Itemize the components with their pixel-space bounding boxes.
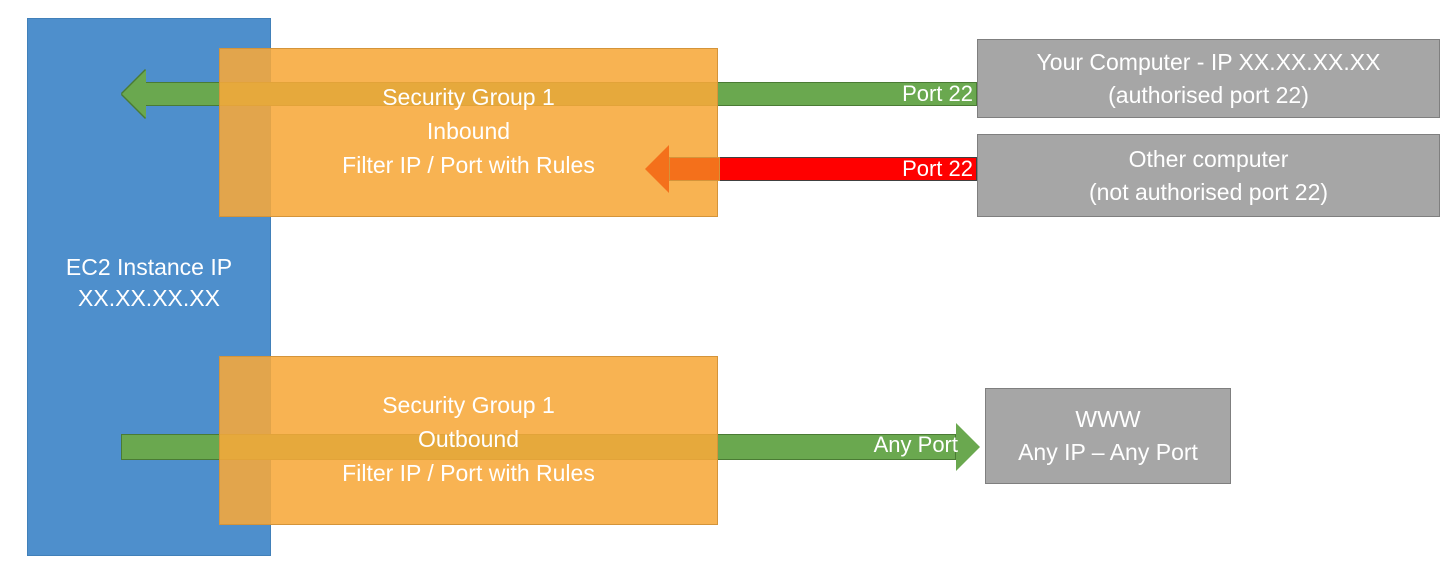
other-computer-line2: (not authorised port 22): [1088, 178, 1329, 205]
www-line2: Any IP – Any Port: [1018, 439, 1198, 465]
security-group-outbound-box: [219, 356, 718, 525]
arrow-head-right-icon: [956, 423, 980, 471]
endpoint-other-computer: Other computer (not authorised port 22): [977, 134, 1440, 217]
endpoint-your-computer: Your Computer - IP XX.XX.XX.XX (authoris…: [977, 39, 1440, 118]
www-line1: WWW: [1075, 406, 1141, 432]
arrow-head-left-icon: [645, 145, 669, 193]
inbound-denied-flow-bar: [718, 157, 977, 181]
other-computer-line1: Other computer: [1128, 145, 1289, 172]
your-computer-line2: (authorised port 22): [1108, 81, 1309, 108]
your-computer-line1: Your Computer - IP XX.XX.XX.XX: [1036, 48, 1381, 75]
inbound-blocked-shaft: [669, 157, 720, 181]
inbound-blocked-arrow: [645, 145, 720, 193]
security-group-inbound-box: [219, 48, 718, 217]
endpoint-www: WWW Any IP – Any Port: [985, 388, 1231, 484]
arrow-head-left-icon: [122, 70, 146, 118]
